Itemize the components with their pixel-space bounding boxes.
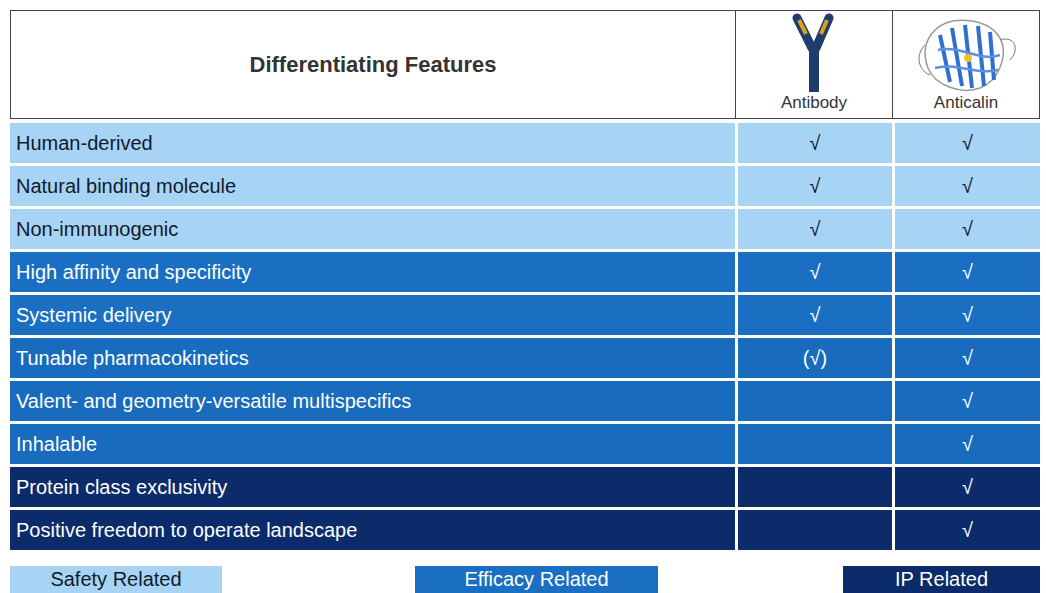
feature-name: Valent- and geometry-versatile multispec…: [16, 390, 411, 413]
feature-cell: Protein class exclusivity: [10, 467, 735, 507]
check-mark: √: [810, 261, 821, 284]
anticalin-cell: √: [895, 467, 1040, 507]
feature-name: Human-derived: [16, 132, 153, 155]
antibody-cell: √: [738, 252, 892, 292]
check-mark: √: [810, 218, 821, 241]
feature-cell: Natural binding molecule: [10, 166, 735, 206]
anticalin-cell: √: [895, 209, 1040, 249]
antibody-cell: [738, 510, 892, 550]
feature-name: Non-immunogenic: [16, 218, 178, 241]
feature-cell: Non-immunogenic: [10, 209, 735, 249]
feature-cell: Systemic delivery: [10, 295, 735, 335]
header-cell: Antibody: [736, 88, 892, 118]
anticalin-icon: [919, 20, 1015, 90]
feature-name: Protein class exclusivity: [16, 476, 227, 499]
antibody-cell: (√): [738, 338, 892, 378]
check-mark: √: [962, 218, 973, 241]
feature-cell: Valent- and geometry-versatile multispec…: [10, 381, 735, 421]
anticalin-cell: √: [895, 381, 1040, 421]
legend-text: Safety Related: [50, 568, 181, 591]
feature-name: Inhalable: [16, 433, 97, 456]
header-frame: [11, 11, 1040, 119]
column-header: Differentiating Features: [250, 52, 497, 78]
check-mark: √: [962, 433, 973, 456]
check-mark: √: [810, 132, 821, 155]
antibody-cell: √: [738, 295, 892, 335]
feature-cell: Tunable pharmacokinetics: [10, 338, 735, 378]
anticalin-cell: √: [895, 295, 1040, 335]
anticalin-cell: √: [895, 338, 1040, 378]
check-mark: (√): [803, 347, 827, 370]
antibody-cell: [738, 424, 892, 464]
check-mark: √: [962, 347, 973, 370]
feature-cell: Inhalable: [10, 424, 735, 464]
check-mark: √: [962, 476, 973, 499]
check-mark: √: [810, 304, 821, 327]
anticalin-cell: √: [895, 424, 1040, 464]
header-divider: [735, 10, 736, 118]
antibody-cell: [738, 381, 892, 421]
anticalin-cell: √: [895, 166, 1040, 206]
check-mark: √: [962, 304, 973, 327]
column-header: Anticalin: [934, 93, 998, 113]
column-header: Antibody: [781, 93, 847, 113]
legend-swatch: Efficacy Related: [415, 566, 658, 593]
check-mark: √: [810, 175, 821, 198]
feature-name: Natural binding molecule: [16, 175, 236, 198]
check-mark: √: [962, 175, 973, 198]
anticalin-cell: √: [895, 252, 1040, 292]
check-mark: √: [962, 132, 973, 155]
header-cell: Differentiating Features: [11, 11, 735, 118]
feature-name: Positive freedom to operate landscape: [16, 519, 357, 542]
feature-name: Tunable pharmacokinetics: [16, 347, 249, 370]
antibody-cell: √: [738, 209, 892, 249]
antibody-icon: [797, 18, 829, 92]
anticalin-cell: √: [895, 510, 1040, 550]
legend-text: Efficacy Related: [464, 568, 608, 591]
feature-name: Systemic delivery: [16, 304, 172, 327]
check-mark: √: [962, 519, 973, 542]
header-cell: Anticalin: [893, 88, 1039, 118]
anticalin-cell: √: [895, 123, 1040, 163]
header-divider: [892, 10, 893, 118]
antibody-cell: √: [738, 123, 892, 163]
check-mark: √: [962, 390, 973, 413]
feature-cell: Human-derived: [10, 123, 735, 163]
feature-cell: High affinity and specificity: [10, 252, 735, 292]
antibody-cell: [738, 467, 892, 507]
legend-swatch: IP Related: [843, 566, 1040, 593]
feature-name: High affinity and specificity: [16, 261, 251, 284]
feature-cell: Positive freedom to operate landscape: [10, 510, 735, 550]
legend-swatch: Safety Related: [10, 566, 222, 593]
antibody-cell: √: [738, 166, 892, 206]
legend-text: IP Related: [895, 568, 988, 591]
check-mark: √: [962, 261, 973, 284]
